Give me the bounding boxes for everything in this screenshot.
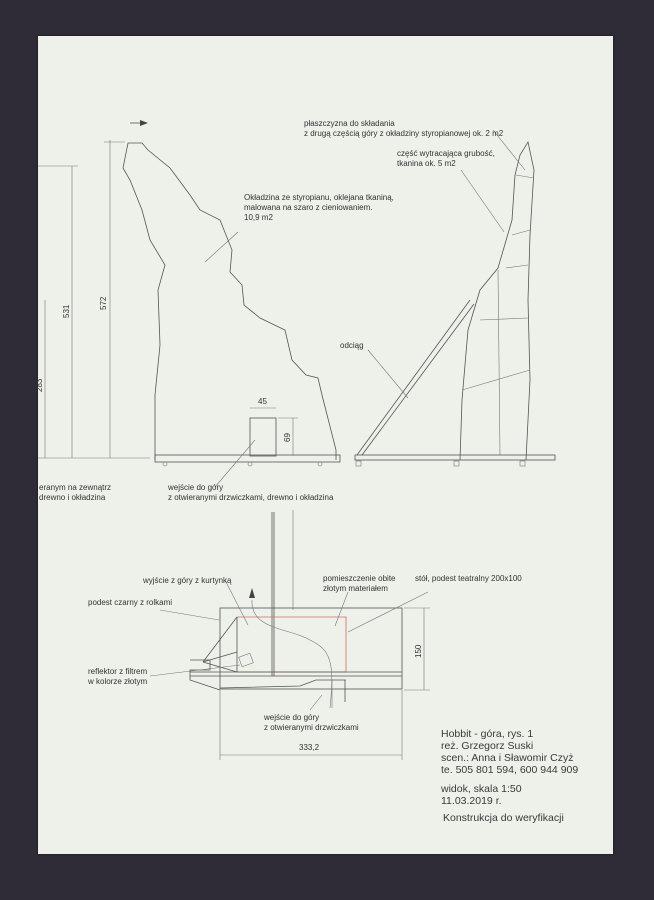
svg-text:reflektor z filtrem: reflektor z filtrem	[88, 667, 147, 676]
label-thinning-part: część wytracająca grubość, tkanina ok. 5…	[397, 149, 495, 168]
svg-text:płaszczyzna do składania: płaszczyzna do składania	[304, 119, 395, 128]
label-fold-plane: płaszczyzna do składania z drugą częścią…	[304, 119, 504, 138]
dim-depth: 150	[414, 644, 423, 658]
label-brace: odciąg	[340, 341, 364, 350]
dim-total-height: 572	[99, 296, 108, 310]
svg-text:wejście do góry: wejście do góry	[263, 713, 319, 722]
svg-text:drewno i okładzina: drewno i okładzina	[39, 493, 106, 502]
svg-text:te. 505 801 594, 600 944 909: te. 505 801 594, 600 944 909	[441, 764, 578, 776]
svg-text:część wytracająca grubość,: część wytracająca grubość,	[397, 149, 495, 158]
label-table: stół, podest teatralny 200x100	[415, 574, 522, 583]
svg-text:Okładzina ze styropianu, oklej: Okładzina ze styropianu, oklejana tkanin…	[244, 193, 394, 202]
dim-283: 283	[35, 378, 44, 392]
dim-door-height: 69	[283, 433, 292, 442]
label-room: pomieszczenie obite złotym materiałem	[323, 574, 396, 593]
svg-text:pomieszczenie obite: pomieszczenie obite	[323, 574, 396, 583]
svg-text:reż. Grzegorz Suski: reż. Grzegorz Suski	[441, 740, 533, 752]
label-side-entry: wejście do góry z otwieranymi drzwiczkam…	[167, 483, 334, 502]
dim-width: 333,2	[299, 743, 320, 752]
dim-door-width: 45	[258, 397, 267, 406]
svg-text:Konstrukcja do weryfikacji: Konstrukcja do weryfikacji	[443, 812, 564, 824]
svg-text:w kolorze złotym: w kolorze złotym	[87, 677, 147, 686]
label-plan-entry: wejście do góry z otwieranymi drzwiczkam…	[263, 713, 359, 732]
dim-531: 531	[62, 304, 71, 318]
label-cover: Okładzina ze styropianu, oklejana tkanin…	[244, 193, 394, 222]
svg-text:widok, skala 1:50: widok, skala 1:50	[440, 783, 522, 795]
svg-text:wejście do góry: wejście do góry	[167, 483, 223, 492]
svg-text:Hobbit - góra, rys. 1: Hobbit - góra, rys. 1	[441, 728, 533, 740]
mountain-front-view	[38, 140, 341, 488]
label-left-cut: eranym na zewnątrz drewno i okładzina	[39, 483, 111, 502]
drawing-sheet	[38, 36, 613, 854]
label-exit: wyjście z góry z kurtynką	[142, 576, 232, 585]
svg-text:10,9 m2: 10,9 m2	[244, 213, 273, 222]
svg-text:11.03.2019 r.: 11.03.2019 r.	[441, 795, 502, 807]
svg-text:malowana na szaro z cieniowani: malowana na szaro z cieniowaniem.	[244, 203, 373, 212]
svg-text:z drugą częścią góry z okładzi: z drugą częścią góry z okładziny styropi…	[304, 129, 504, 138]
title-block: Hobbit - góra, rys. 1 reż. Grzegorz Susk…	[440, 728, 578, 824]
svg-text:z otwieranymi drzwiczkami: z otwieranymi drzwiczkami	[264, 723, 359, 732]
plan-view	[149, 510, 430, 760]
svg-text:scen.: Anna i Sławomir Czyż: scen.: Anna i Sławomir Czyż	[441, 752, 573, 764]
svg-text:eranym na zewnątrz: eranym na zewnątrz	[39, 483, 111, 492]
svg-text:tkanina ok. 5 m2: tkanina ok. 5 m2	[397, 159, 456, 168]
svg-text:złotym materiałem: złotym materiałem	[323, 584, 388, 593]
mountain-side-view	[354, 129, 556, 467]
direction-arrow-icon	[130, 120, 148, 126]
svg-text:z otwieranymi drzwiczkami, dre: z otwieranymi drzwiczkami, drewno i okła…	[168, 493, 334, 502]
label-platform: podest czarny z rolkami	[88, 598, 172, 607]
label-reflector: reflektor z filtrem w kolorze złotym	[87, 667, 147, 686]
